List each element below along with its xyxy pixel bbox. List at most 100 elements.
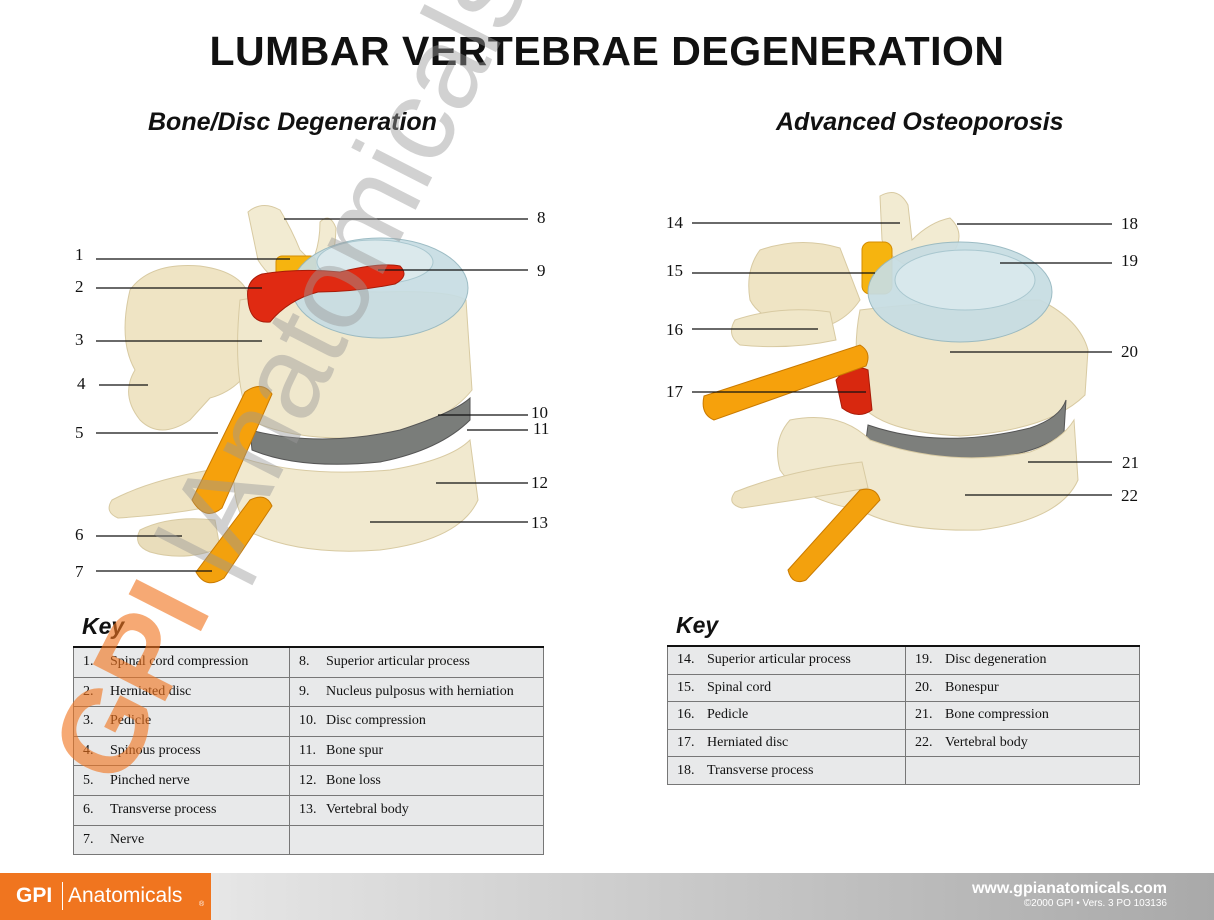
key-number: 13. (299, 802, 317, 818)
label-17: 17 (666, 382, 683, 401)
label-14: 14 (666, 213, 683, 232)
footer-url[interactable]: www.gpianatomicals.com (971, 880, 1167, 897)
left-subtitle: Bone/Disc Degeneration (148, 108, 437, 136)
key-cell: 12. Bone loss (289, 765, 544, 796)
key-cell: 18. Transverse process (667, 756, 906, 785)
left-herniation (247, 264, 405, 323)
right-lower-nerve (787, 488, 881, 583)
label-11: 11 (533, 419, 550, 438)
key-cell: 13. Vertebral body (289, 794, 544, 826)
left-lower-nerve (195, 496, 273, 584)
key-row: 18. Transverse process (667, 756, 1140, 785)
key-number: 19. (915, 652, 933, 668)
label-6: 6 (75, 525, 84, 544)
key-number: 1. (83, 654, 94, 670)
footer-copyright: ©2000 GPI • Vers. 3 PO 103136 (1023, 898, 1167, 909)
key-number: 12. (299, 772, 317, 788)
key-cell (289, 824, 544, 856)
key-number: 4. (83, 743, 94, 759)
key-term: Bone loss (326, 772, 381, 788)
key-cell: 16. Pedicle (667, 701, 906, 730)
key-term: Vertebral body (326, 802, 409, 818)
key-term: Bone compression (945, 707, 1049, 723)
key-cell: 22.Vertebral body (905, 728, 1140, 758)
key-number: 18. (677, 762, 695, 778)
key-row: 7. Nerve (73, 824, 544, 856)
key-term: Bonespur (945, 679, 999, 695)
right-leader-lines (692, 222, 1112, 496)
key-number: 3. (83, 713, 94, 729)
key-row: 16. Pedicle 21.Bone compression (667, 701, 1140, 730)
key-term: Transverse process (707, 762, 814, 778)
left-leader-lines (96, 218, 528, 572)
left-compressed-disc (249, 396, 471, 465)
key-term: Spinal cord (707, 679, 772, 695)
key-term: Spinal cord compression (110, 654, 249, 670)
key-number: 11. (299, 743, 316, 759)
label-16: 16 (666, 320, 683, 339)
key-cell: 19. Disc degeneration (905, 644, 1140, 675)
key-row: 14.Superior articular process 19. Disc deg… (667, 644, 1140, 675)
label-21: 21 (1122, 453, 1139, 472)
key-term: Nerve (110, 831, 145, 847)
key-term: Transverse process (110, 802, 217, 818)
key-term: Pinched nerve (110, 772, 190, 788)
key-row: 1. Spinal cord compression 8.Superior arti… (73, 645, 544, 678)
key-cell: 21.Bone compression (905, 701, 1140, 730)
key-cell: 10.Disc compression (289, 706, 544, 737)
key-number: 7. (83, 831, 94, 847)
right-subtitle: Advanced Osteoporosis (776, 108, 1064, 136)
key-row: 5. Pinched nerve 12. Bone loss (73, 765, 544, 796)
left-key-table: 1. Spinal cord compression 8.Superior arti… (73, 645, 544, 856)
label-8: 8 (537, 208, 546, 227)
left-lower-process (137, 518, 221, 557)
key-term: Superior articular process (326, 654, 470, 670)
key-term: Herniated disc (707, 735, 789, 751)
key-row: 15. Spinal cord 20. Bonespur (667, 673, 1140, 703)
key-cell: 20. Bonespur (905, 673, 1140, 703)
key-number: 20. (915, 679, 933, 695)
left-pinched-nerve (191, 386, 273, 514)
key-cell: 3. Pedicle (73, 706, 290, 737)
label-9: 9 (537, 261, 546, 280)
key-term: Pedicle (110, 713, 152, 729)
label-10: 10 (531, 403, 548, 422)
left-vertebrae-model (108, 205, 479, 584)
logo-anatomicals-text: Anatomicals (68, 884, 183, 907)
page-title: LUMBAR VERTEBRAE DEGENERATION (209, 28, 1005, 74)
key-term: Disc degeneration (945, 652, 1047, 668)
left-key-title: Key (82, 613, 125, 639)
key-cell: 8.Superior articular process (289, 645, 544, 678)
key-cell: 17. Herniated disc (667, 728, 906, 758)
key-cell: 9.Nucleus pulposus with herniation (289, 676, 544, 708)
key-number: 16. (677, 707, 695, 723)
key-number: 5. (83, 772, 94, 788)
logo-registered-mark: ® (199, 901, 205, 908)
key-cell: 2.Herniated disc (73, 676, 290, 708)
key-number: 6. (83, 802, 94, 818)
key-term: Vertebral body (945, 735, 1028, 751)
key-term: Pedicle (707, 707, 749, 723)
label-4: 4 (77, 374, 86, 393)
key-number: 2. (83, 683, 94, 699)
key-row: 17. Herniated disc 22.Vertebral body (667, 728, 1140, 758)
right-key-table: 14.Superior articular process 19. Disc deg… (667, 644, 1140, 785)
left-transverse-process (108, 469, 221, 519)
label-1: 1 (75, 245, 84, 264)
label-18: 18 (1121, 214, 1138, 233)
key-number: 15. (677, 679, 695, 695)
key-term: Bone spur (326, 743, 384, 759)
label-22: 22 (1121, 486, 1138, 505)
label-3: 3 (75, 330, 84, 349)
key-number: 17. (677, 735, 695, 751)
right-nerve (702, 344, 869, 421)
key-cell: 1. Spinal cord compression (73, 645, 290, 678)
key-term: Superior articular process (707, 652, 851, 668)
logo-divider (62, 882, 63, 910)
key-number: 10. (299, 713, 317, 729)
logo-gpi-text: GPI (16, 884, 53, 907)
key-cell: 14.Superior articular process (667, 644, 906, 675)
